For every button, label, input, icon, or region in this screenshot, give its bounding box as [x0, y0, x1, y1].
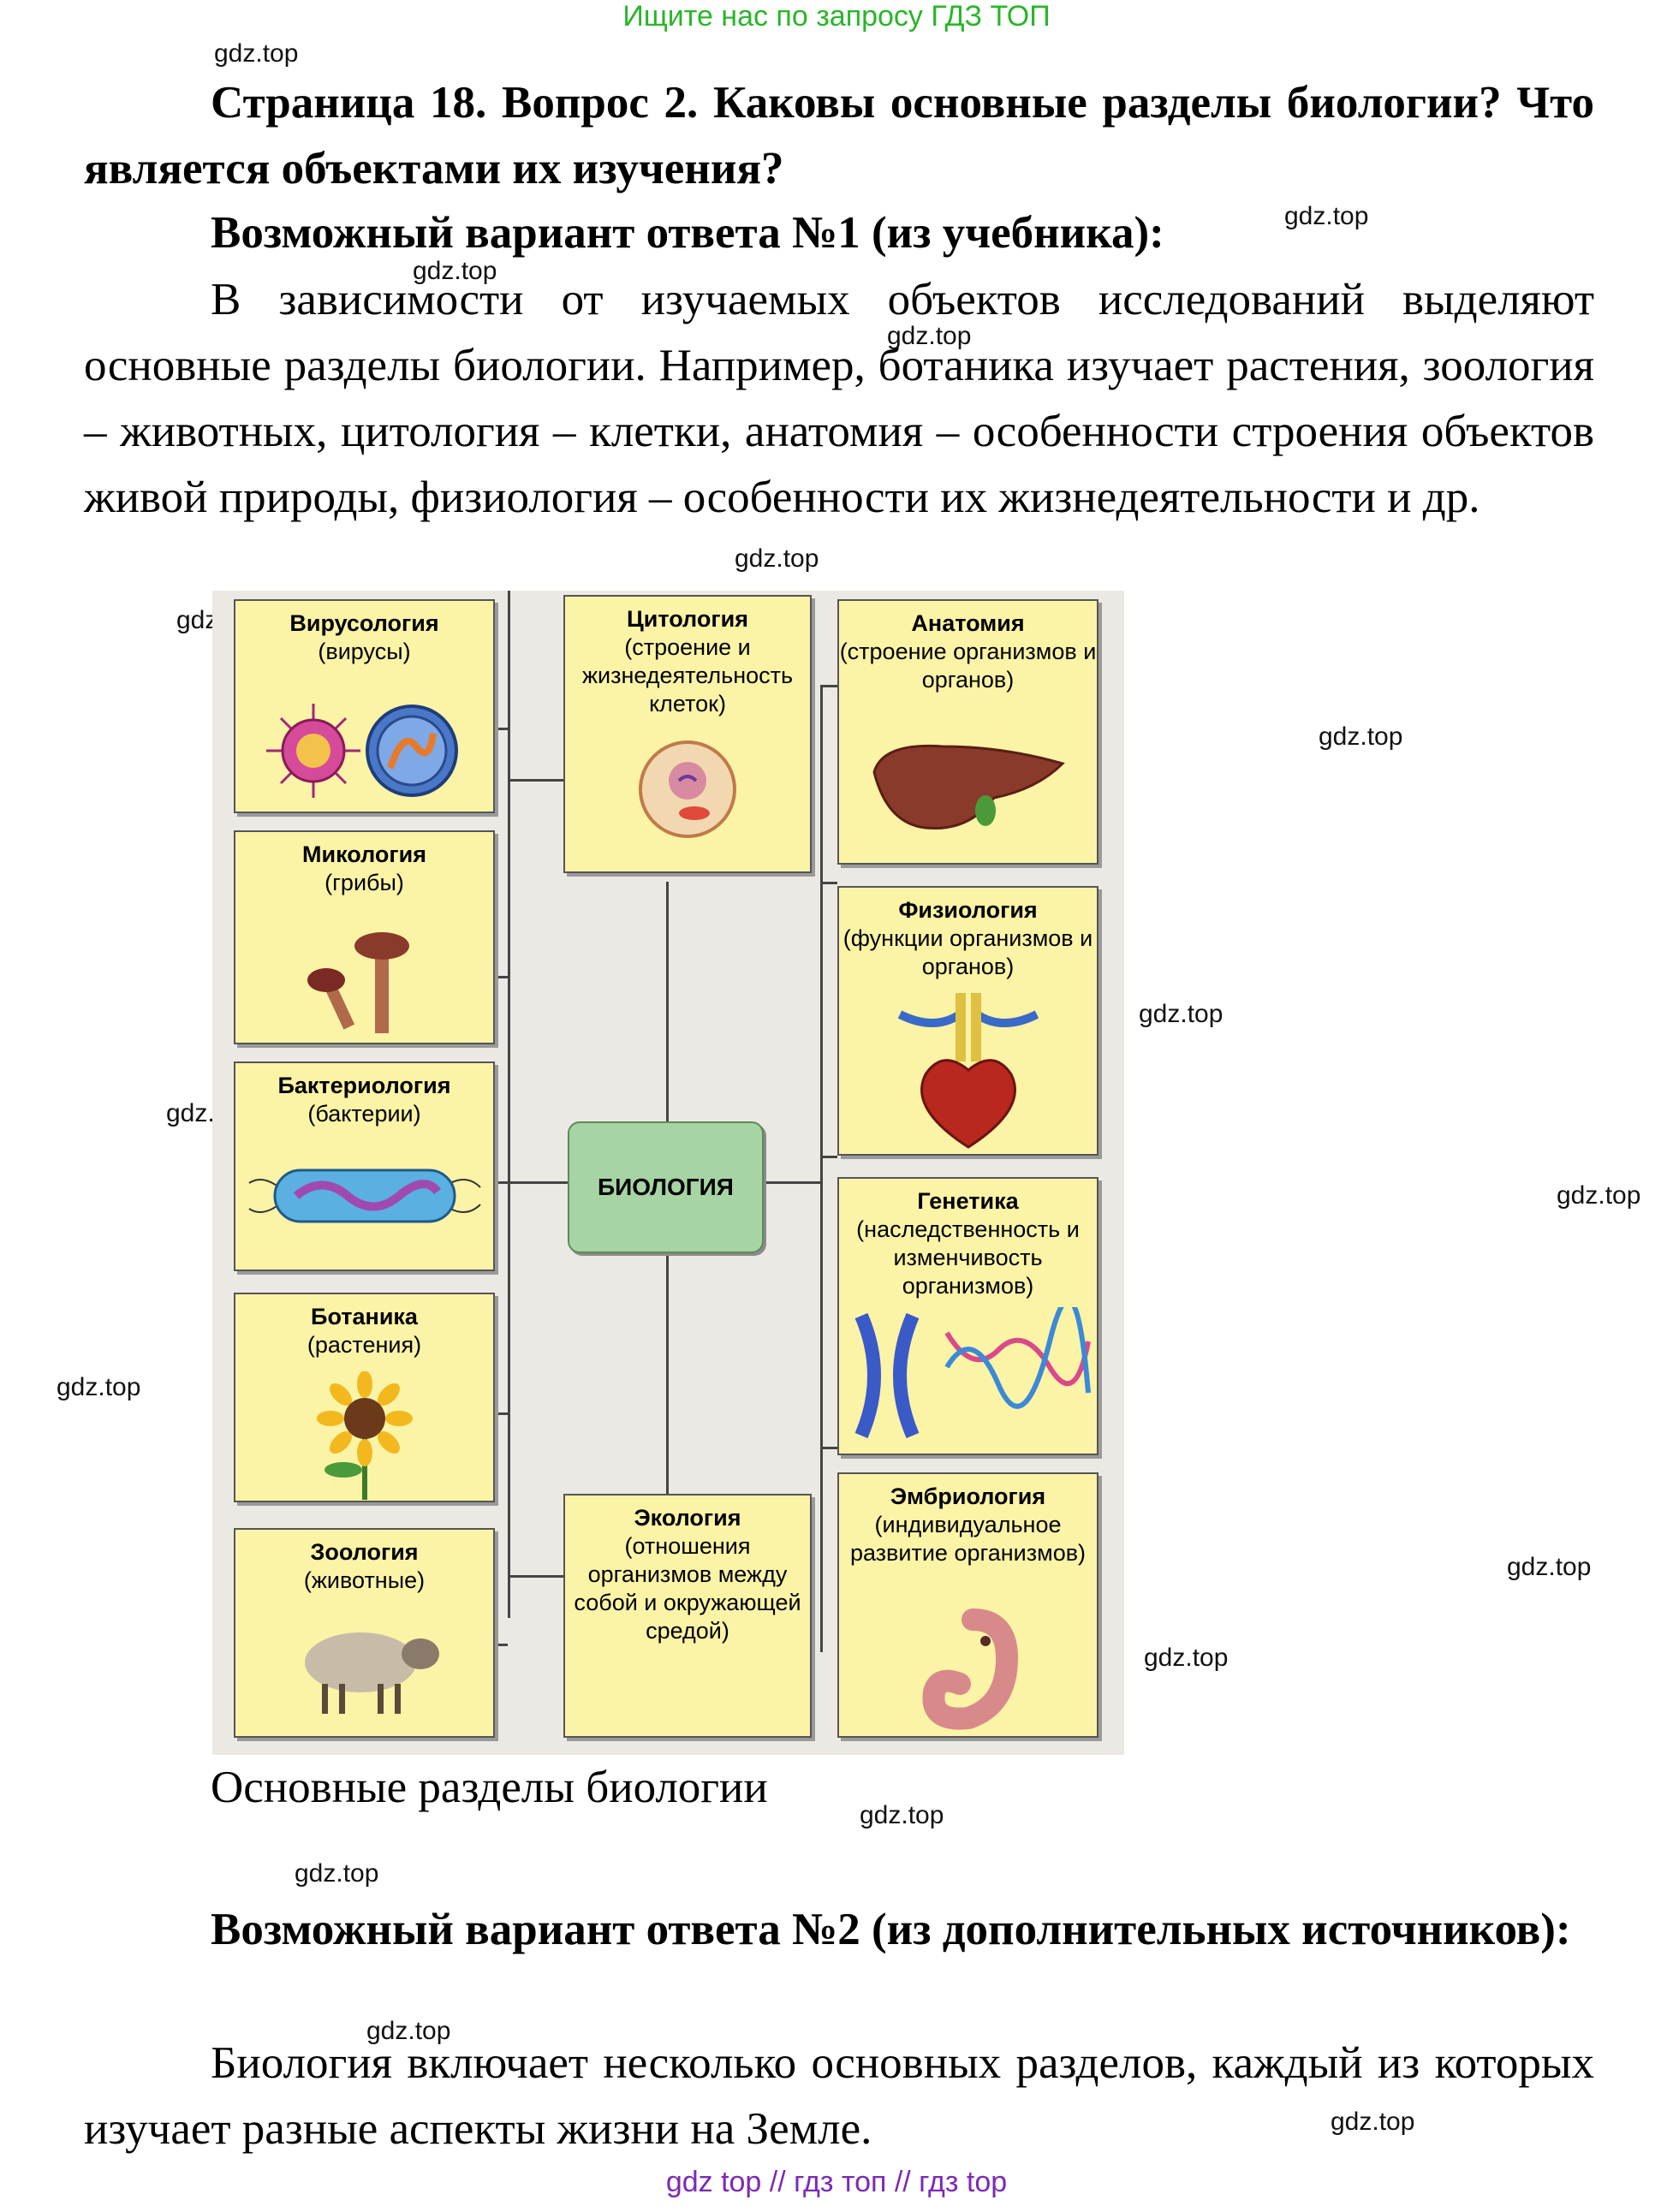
box-cytology: Цитология (строение и жизнедеятельность …	[563, 595, 812, 873]
box-subtitle: (строение и жизнедеятельность клеток)	[581, 634, 794, 717]
watermark: gdz.top	[295, 1859, 379, 1888]
watermark: gdz.top	[1284, 202, 1369, 230]
answer2-title: Возможный вариант ответа №2 (из дополнит…	[211, 1905, 1571, 1954]
connector-line	[495, 728, 508, 730]
virus-illustration	[265, 704, 458, 798]
question-heading: Страница 18. Вопрос 2. Каковы основные р…	[84, 78, 1594, 193]
connector-line	[495, 1412, 508, 1415]
box-subtitle: (функции организмов и органов)	[842, 925, 1093, 979]
watermark: gdz.top	[1144, 1644, 1229, 1672]
connector-line	[820, 1156, 837, 1158]
box-subtitle: (наследственность и изменчивость организ…	[856, 1216, 1080, 1299]
dna-illustration	[854, 1307, 1091, 1439]
box-title: Бактериология	[277, 1073, 451, 1098]
box-title: Генетика	[917, 1188, 1019, 1214]
connector-line	[820, 882, 837, 884]
box-title: Ботаника	[311, 1304, 418, 1329]
connector-line	[508, 1575, 563, 1578]
box-subtitle: (вирусы)	[318, 639, 411, 664]
watermark: gdz.top	[1331, 2108, 1415, 2136]
bacterium-illustration	[247, 1168, 481, 1223]
connector-line	[508, 779, 563, 782]
connector-line	[666, 882, 669, 1121]
box-subtitle: (бактерии)	[307, 1101, 421, 1127]
box-anatomy: Анатомия (строение организмов и органов)	[837, 599, 1098, 865]
box-title: Экология	[634, 1505, 741, 1531]
connector-line	[760, 1181, 820, 1184]
biology-branches-diagram: Вирусология (вирусы) Микология (грибы) Б…	[212, 591, 1124, 1755]
box-title: Цитология	[627, 606, 748, 632]
embryo-illustration	[922, 1608, 1018, 1730]
watermark: gdz.top	[366, 2017, 451, 2045]
sheep-illustration	[304, 1632, 439, 1714]
box-subtitle: (отношения организмов между собой и окру…	[574, 1533, 801, 1644]
answer1-text: В зависимости от изучаемых объектов иссл…	[84, 275, 1594, 522]
box-title: Эмбриология	[890, 1484, 1046, 1509]
box-title: Микология	[302, 841, 426, 867]
connector-line	[495, 976, 508, 978]
watermark: gdz.top	[1507, 1553, 1592, 1581]
cell-illustration	[639, 740, 736, 838]
figure-caption: Основные разделы биологии	[211, 1763, 768, 1812]
box-genetics: Генетика (наследственность и изменчивост…	[837, 1177, 1098, 1455]
box-bacteriology: Бактериология (бактерии)	[234, 1061, 495, 1271]
watermark: gdz.top	[860, 1801, 944, 1829]
connector-line	[666, 1250, 669, 1626]
box-embryology: Эмбриология (индивидуальное развитие орг…	[837, 1472, 1098, 1738]
box-title: Физиология	[898, 897, 1038, 923]
watermark: gdz.top	[1139, 1000, 1223, 1028]
connector-line	[508, 1181, 568, 1184]
box-virusology: Вирусология (вирусы)	[234, 599, 495, 813]
box-subtitle: (животные)	[303, 1567, 426, 1593]
watermark: gdz.top	[887, 322, 972, 350]
box-subtitle: (индивидуальное развитие организмов)	[849, 1512, 1087, 1566]
connector-line	[820, 685, 837, 687]
box-title: Анатомия	[911, 610, 1025, 636]
connector-line	[495, 1644, 508, 1646]
box-title: Вирусология	[289, 610, 439, 636]
connector-line	[820, 685, 823, 1652]
connector-line	[508, 591, 510, 1618]
box-zoology: Зоология (животные)	[234, 1528, 495, 1738]
box-botany: Ботаника (растения)	[234, 1293, 495, 1502]
search-banner[interactable]: Ищите нас по запросу ГДЗ ТОП	[622, 0, 1051, 33]
box-subtitle: (строение организмов и органов)	[839, 639, 1097, 693]
heart-illustration	[897, 993, 1039, 1149]
answer1-title: Возможный вариант ответа №1 (из учебника…	[211, 208, 1164, 258]
box-physiology: Физиология (функции организмов и органов…	[837, 886, 1098, 1156]
watermark: gdz.top	[214, 39, 299, 68]
box-ecology: Экология (отношения организмов между соб…	[563, 1494, 812, 1738]
mushroom-illustration	[307, 932, 409, 1033]
box-title: Зоология	[310, 1539, 419, 1565]
box-subtitle: (грибы)	[324, 870, 404, 895]
footer-links[interactable]: gdz top // гдз топ // гдз top	[665, 2166, 1008, 2198]
box-mycology: Микология (грибы)	[234, 830, 495, 1044]
watermark: gdz.top	[735, 544, 819, 573]
watermark: gdz.top	[57, 1373, 141, 1401]
watermark: gdz.top	[413, 257, 497, 285]
answer2-text: Биология включает несколько основных раз…	[84, 2038, 1594, 2154]
sunflower-illustration	[316, 1371, 413, 1500]
watermark: gdz.top	[1557, 1181, 1641, 1210]
watermark: gdz.top	[1319, 722, 1403, 751]
biology-center-box: БИОЛОГИЯ	[568, 1121, 764, 1253]
connector-line	[495, 1181, 508, 1184]
box-subtitle: (растения)	[307, 1332, 422, 1358]
connector-line	[820, 1447, 837, 1449]
liver-illustration	[872, 744, 1065, 830]
